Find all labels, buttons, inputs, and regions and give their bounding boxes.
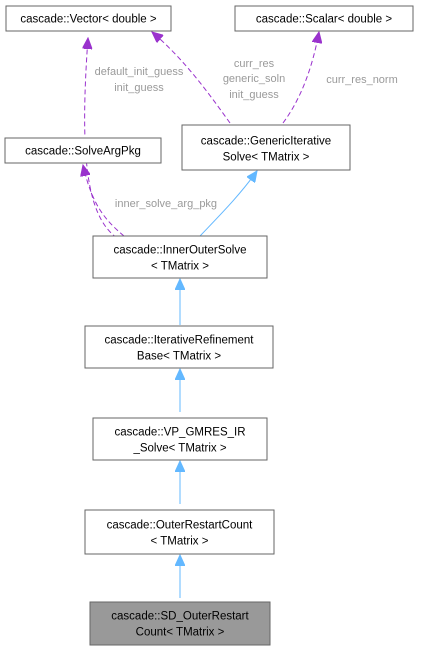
node-label: cascade::VP_GMRES_IR: [114, 427, 245, 439]
node-sd-outer-restart-count[interactable]: cascade::SD_OuterRestart Count< TMatrix …: [89, 601, 271, 646]
edge-innerouter-to-generic: [199, 171, 257, 237]
edge-label-line: init_guess: [114, 82, 164, 94]
edge-label-scalar-to-generic: curr_res_norm: [326, 74, 398, 86]
node-label: cascade::OuterRestartCount: [107, 520, 254, 532]
node-outer-restart-count[interactable]: cascade::OuterRestartCount < TMatrix >: [84, 509, 275, 555]
edge-label-vector-to-solvearg: default_init_guess init_guess: [95, 66, 184, 94]
node-label: cascade::GenericIterative: [201, 136, 331, 148]
node-generic-iterative-solve[interactable]: cascade::GenericIterative Solve< TMatrix…: [181, 124, 351, 171]
edge-label-line: default_init_guess: [95, 66, 184, 78]
node-label: cascade::IterativeRefinement: [105, 335, 255, 347]
edge-label-line: generic_soln: [223, 73, 285, 85]
node-label: _Solve< TMatrix >: [132, 443, 226, 455]
edge-solvearg-to-innerouter: [83, 165, 125, 237]
node-vp-gmres-ir-solve[interactable]: cascade::VP_GMRES_IR _Solve< TMatrix >: [92, 417, 268, 461]
edge-label-line: init_guess: [229, 89, 279, 101]
node-solve-arg-pkg[interactable]: cascade::SolveArgPkg: [4, 137, 162, 164]
node-iterative-refinement-base[interactable]: cascade::IterativeRefinement Base< TMatr…: [84, 325, 274, 369]
node-scalar[interactable]: cascade::Scalar< double >: [234, 5, 414, 32]
node-label: cascade::SD_OuterRestart: [111, 611, 249, 623]
node-inner-outer-solve[interactable]: cascade::InnerOuterSolve < TMatrix >: [92, 235, 268, 279]
edge-label-line: inner_solve_arg_pkg: [115, 198, 217, 210]
edge-label-vector-to-generic: curr_res generic_soln init_guess: [223, 58, 285, 101]
edge-label-line: curr_res_norm: [326, 74, 398, 86]
node-vector[interactable]: cascade::Vector< double >: [5, 5, 172, 32]
edge-vector-to-generic: [152, 32, 231, 124]
node-label: cascade::Scalar< double >: [256, 14, 392, 26]
node-label: Solve< TMatrix >: [223, 152, 310, 164]
node-label: Count< TMatrix >: [136, 627, 225, 639]
edge-scalar-to-generic: [282, 32, 319, 124]
node-label: cascade::SolveArgPkg: [25, 146, 141, 158]
edge-label-solvearg-to-innerouter: inner_solve_arg_pkg: [115, 198, 217, 210]
node-label: < TMatrix >: [151, 536, 209, 548]
node-label: Base< TMatrix >: [137, 351, 221, 363]
node-label: < TMatrix >: [151, 261, 209, 273]
edge-label-line: curr_res: [234, 58, 275, 70]
node-label: cascade::InnerOuterSolve: [114, 245, 247, 257]
node-label: cascade::Vector< double >: [20, 14, 156, 26]
